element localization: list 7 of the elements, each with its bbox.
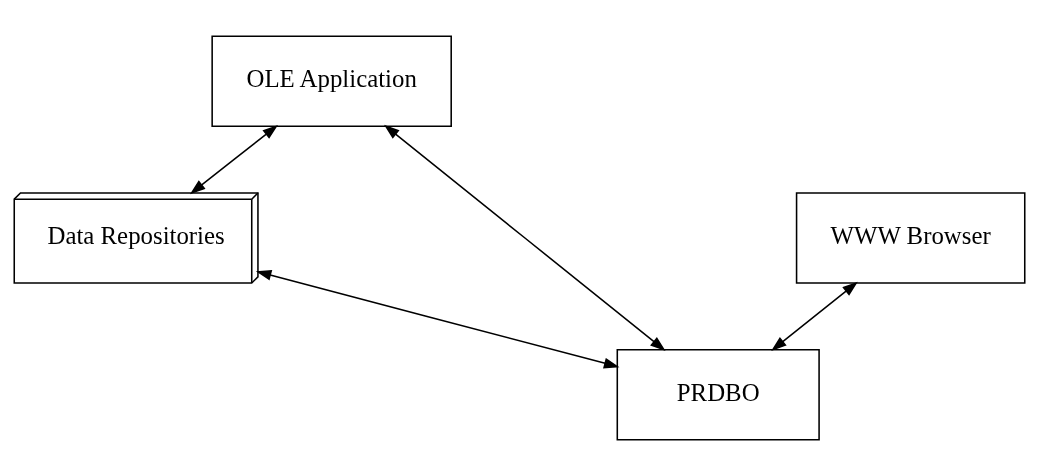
- arrow: [771, 281, 858, 351]
- node-box: PRDBO: [616, 348, 820, 441]
- node-box: OLE Application: [211, 34, 452, 127]
- arrow: [255, 269, 620, 368]
- arrow: [384, 124, 666, 351]
- arrow: [189, 124, 278, 194]
- node-box: WWW Browser: [795, 191, 1026, 284]
